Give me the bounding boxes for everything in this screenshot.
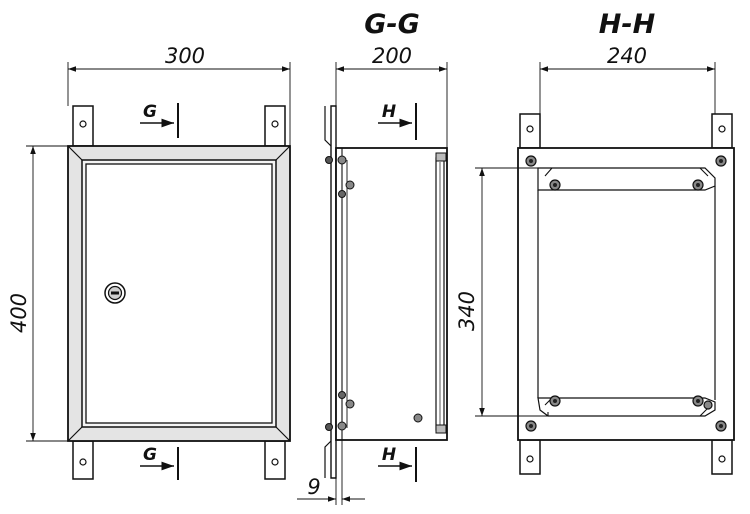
cut-mark-h-top-label: H	[382, 102, 396, 122]
back-top-left-lug	[519, 113, 541, 149]
front-top-right-lug	[264, 105, 286, 147]
dim-front-width: 300	[67, 44, 291, 146]
cut-mark-g-top: G	[140, 102, 179, 138]
back-view: H-H	[455, 9, 735, 475]
door-lock-icon	[104, 282, 126, 304]
back-bolts	[525, 155, 727, 432]
side-body	[335, 147, 448, 441]
back-top-right-lug	[711, 113, 733, 149]
dim-side-depth: 200	[335, 44, 448, 148]
side-bolts	[325, 155, 423, 431]
dim-front-height-label: 400	[7, 293, 31, 333]
dim-side-depth-label: 200	[372, 44, 412, 68]
back-body	[517, 147, 735, 441]
dim-back-width: 240	[539, 44, 716, 114]
back-bottom-left-lug	[519, 439, 541, 475]
front-top-left-lug	[72, 105, 94, 147]
back-bottom-right-lug	[711, 439, 733, 475]
side-hinge-bottom	[435, 424, 447, 434]
dim-front-height: 400	[7, 145, 68, 442]
front-view: 300 400 G G	[7, 44, 291, 480]
front-bottom-left-lug	[72, 440, 94, 480]
cut-mark-g-bottom-label: G	[143, 445, 157, 465]
cut-mark-h-bottom: H	[378, 445, 417, 482]
cut-mark-h-bottom-label: H	[382, 445, 396, 465]
front-bottom-right-lug	[264, 440, 286, 480]
side-hinge-top	[435, 152, 447, 162]
cut-mark-g-top-label: G	[143, 102, 157, 122]
back-section-title: H-H	[599, 9, 656, 40]
cut-mark-g-bottom: G	[140, 445, 179, 480]
side-view: G-G	[297, 9, 448, 505]
side-section-title: G-G	[364, 9, 420, 40]
back-mounting-plate	[537, 167, 716, 191]
dim-front-width-label: 300	[165, 44, 205, 68]
cut-mark-h-top: H	[378, 102, 417, 140]
dim-back-height: 340	[455, 167, 548, 417]
dim-flange-offset-label: 9	[307, 475, 320, 499]
dim-flange-offset: 9	[297, 440, 365, 505]
dim-back-width-label: 240	[607, 44, 647, 68]
dim-back-height-label: 340	[455, 291, 479, 331]
